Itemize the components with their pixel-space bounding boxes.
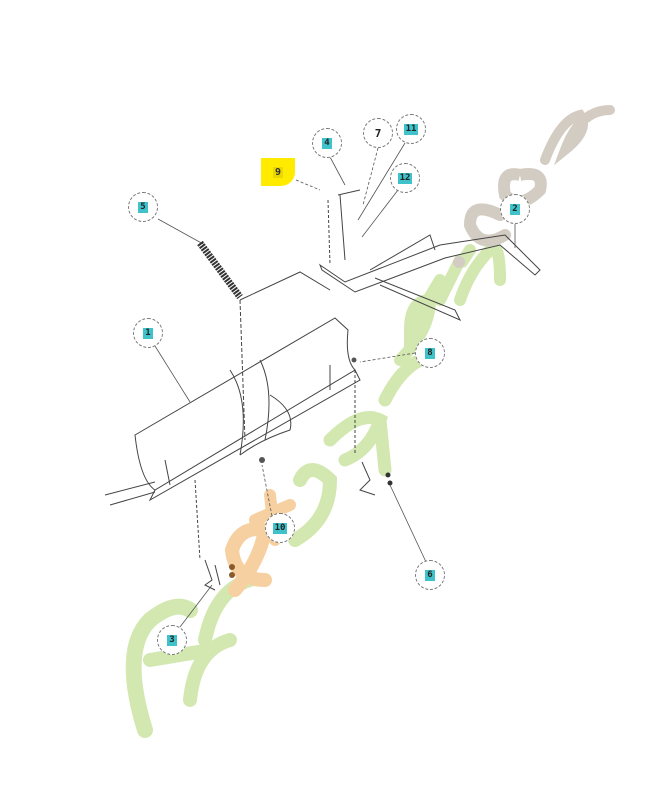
- nut-parts: [229, 357, 393, 578]
- callout-11[interactable]: 11: [396, 114, 426, 144]
- callout-6[interactable]: 6: [415, 560, 445, 590]
- callout-label: 8: [425, 347, 435, 359]
- leader-lines: [154, 142, 516, 628]
- callout-label: 6: [425, 569, 435, 581]
- spring-part: [197, 240, 243, 300]
- callout-label: 4: [322, 137, 332, 149]
- callout-1[interactable]: 1: [133, 318, 163, 348]
- callout-label: 2: [510, 203, 520, 215]
- callout-5[interactable]: 5: [128, 192, 158, 222]
- callout-4[interactable]: 4: [312, 128, 342, 158]
- callout-label: 7: [374, 126, 382, 140]
- callout-label: 5: [138, 201, 148, 213]
- callout-label: 10: [272, 522, 288, 534]
- callout-label: 9: [272, 166, 284, 178]
- highlighted-callout-9[interactable]: 9: [261, 158, 295, 186]
- callout-label: 11: [403, 123, 419, 135]
- callout-label: 1: [143, 327, 153, 339]
- callout-8[interactable]: 8: [415, 338, 445, 368]
- bracket-parts: [204, 461, 376, 591]
- callout-10[interactable]: 10: [265, 513, 295, 543]
- callout-7[interactable]: 7: [363, 118, 393, 148]
- callout-12[interactable]: 12: [390, 163, 420, 193]
- callout-label: 3: [167, 634, 177, 646]
- frame-part: [318, 189, 541, 322]
- watermark-shapes: [125, 105, 615, 738]
- callout-label: 12: [397, 172, 413, 184]
- callout-3[interactable]: 3: [157, 625, 187, 655]
- blade-part: [104, 271, 361, 561]
- callout-2[interactable]: 2: [500, 194, 530, 224]
